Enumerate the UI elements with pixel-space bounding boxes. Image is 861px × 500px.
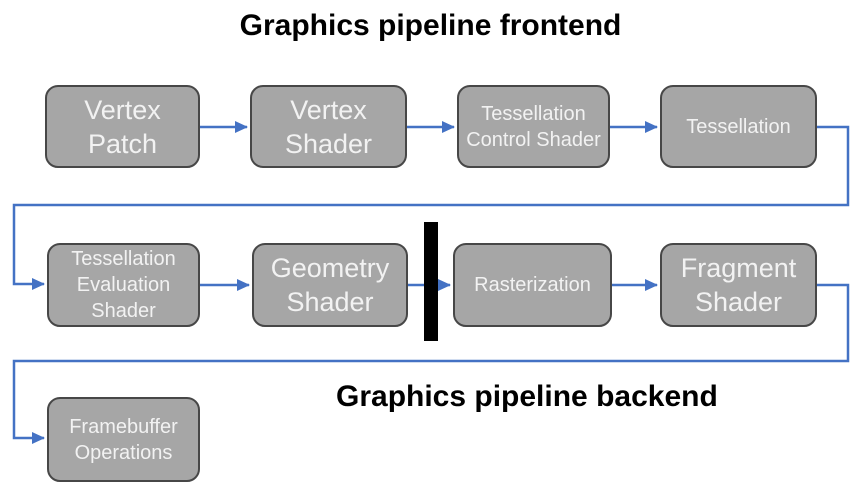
node-tessellation: Tessellation (660, 85, 817, 168)
node-tessellation-control-shader: Tessellation Control Shader (457, 85, 610, 168)
backend-title: Graphics pipeline backend (336, 380, 718, 413)
node-rasterization: Rasterization (453, 243, 612, 327)
node-vertex-patch: Vertex Patch (45, 85, 200, 168)
arrow-tessellation-to-tesseval-wrap (12, 125, 850, 290)
node-tessellation-evaluation-shader: Tessellation Evaluation Shader (47, 243, 200, 327)
arrow-fragment-to-framebuffer-wrap (12, 283, 850, 444)
node-fragment-shader: Fragment Shader (660, 243, 817, 327)
node-geometry-shader: Geometry Shader (252, 243, 408, 327)
node-vertex-shader: Vertex Shader (250, 85, 407, 168)
frontend-title: Graphics pipeline frontend (239, 9, 622, 42)
frontend-backend-divider-bar (424, 222, 438, 341)
node-framebuffer-operations: Framebuffer Operations (47, 397, 200, 482)
